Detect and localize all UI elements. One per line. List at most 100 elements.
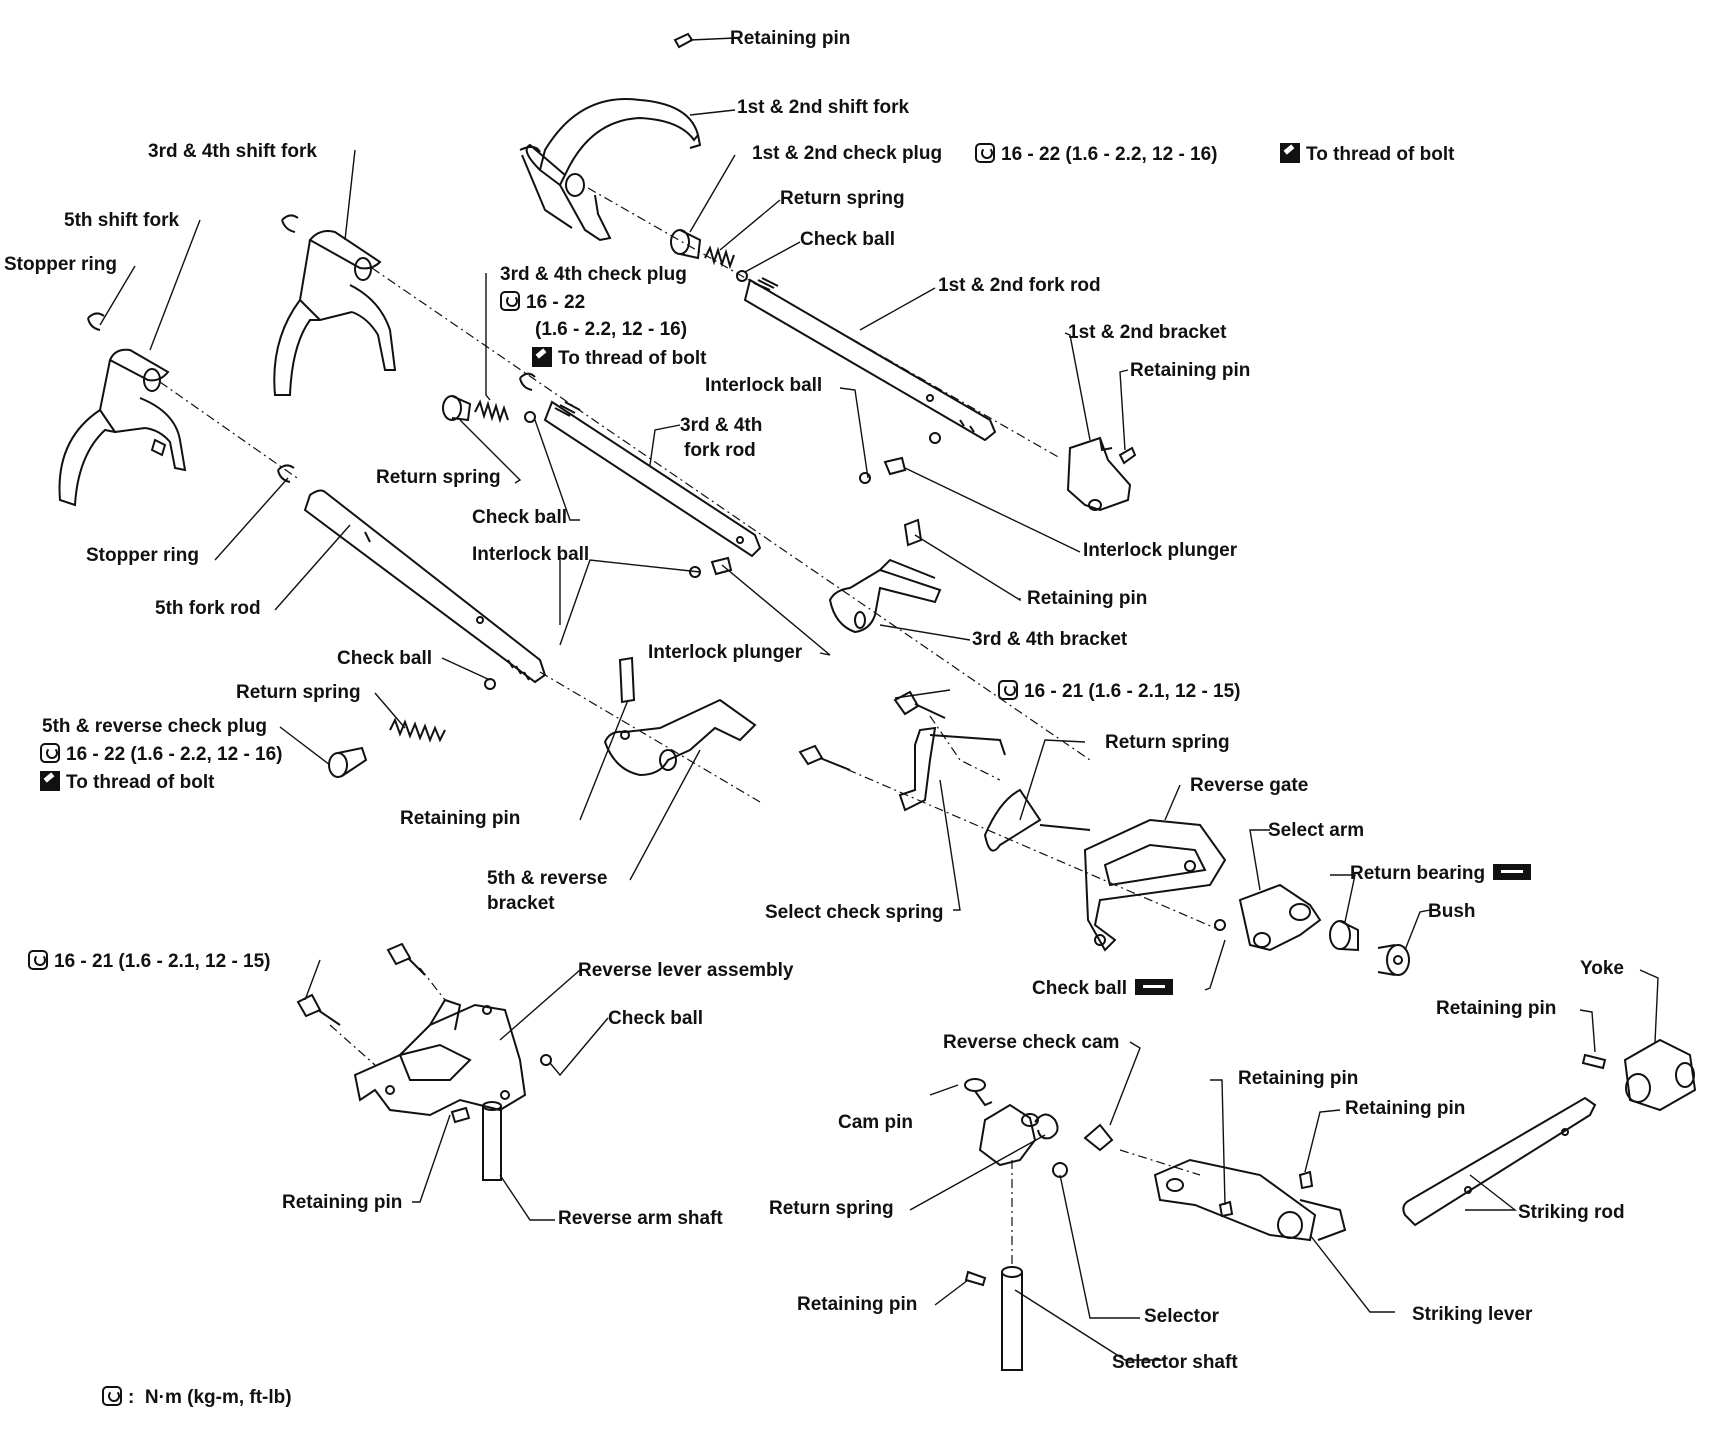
label-cam-pin: Cam pin: [838, 1112, 913, 1133]
fork-rod-1-2-part: [743, 277, 997, 442]
label-check-plug-5r: 5th & reverse check plug: [42, 716, 267, 737]
label-yoke: Yoke: [1580, 958, 1625, 979]
label-retaining-pin-top: Retaining pin: [730, 28, 851, 49]
check-ball-5-part: [484, 678, 496, 690]
retaining-pin-lever-2-part: [1298, 1170, 1314, 1190]
label-retaining-pin-lever-2: Retaining pin: [1345, 1098, 1466, 1119]
label-return-spring-3-4: Return spring: [376, 467, 501, 488]
label-reverse-gate: Reverse gate: [1190, 775, 1309, 796]
fork-rod-5-part: [303, 489, 547, 684]
thread-3-4: To thread of bolt: [532, 347, 706, 370]
grease-icon: [1493, 864, 1532, 880]
label-striking-rod: Striking rod: [1518, 1202, 1625, 1223]
bush-part: [1377, 944, 1410, 976]
torque-wrench-icon: [28, 950, 48, 970]
label-retaining-pin-5r: Retaining pin: [400, 808, 521, 829]
bolt-reverse-1-part: [296, 993, 341, 1026]
label-bracket-5r-b: bracket: [487, 893, 555, 914]
label-stopper-ring-lower: Stopper ring: [86, 545, 199, 566]
stopper-ring-5-lower-part: [277, 464, 295, 483]
fork-rod-3-4-part: [543, 400, 762, 558]
check-ball-gate: Check ball: [1032, 978, 1174, 1000]
label-return-spring-gate: Return spring: [1105, 732, 1230, 753]
label-striking-lever: Striking lever: [1412, 1304, 1533, 1325]
torque-reverse-lever: 16 - 21 (1.6 - 2.1, 12 - 15): [28, 950, 271, 973]
label-fork-3-4: 3rd & 4th shift fork: [148, 141, 317, 162]
thread-1-2: To thread of bolt: [1280, 143, 1454, 166]
return-spring-1-2-part: [704, 245, 735, 270]
reverse-lever-part: [353, 998, 527, 1117]
label-fork-rod-3-4-a: 3rd & 4th: [680, 415, 763, 436]
return-spring-5-part: [389, 717, 446, 743]
interlock-plunger-lower-part: [710, 556, 733, 576]
label-interlock-plunger-upper: Interlock plunger: [1083, 540, 1238, 561]
retaining-pin-yoke-part: [1581, 1053, 1607, 1070]
check-ball-3-4-part: [524, 411, 536, 423]
retaining-pin-lever-1-part: [1218, 1200, 1234, 1218]
label-retaining-pin-3-4-bracket: Retaining pin: [1027, 588, 1148, 609]
torque-wrench-icon: [102, 1386, 122, 1406]
torque-gate: 16 - 21 (1.6 - 2.1, 12 - 15): [998, 680, 1241, 703]
label-torque-1-2: 16 - 22 (1.6 - 2.2, 12 - 16): [1001, 144, 1218, 165]
legend-separator: :: [128, 1387, 135, 1408]
interlock-plunger-upper-part: [883, 456, 907, 476]
label-bracket-3-4: 3rd & 4th bracket: [972, 629, 1128, 650]
torque-wrench-icon: [998, 680, 1018, 700]
label-return-bearing: Return bearing: [1350, 863, 1486, 884]
leader-lines: [99, 37, 1659, 1361]
label-check-plug-3-4: 3rd & 4th check plug: [500, 264, 687, 285]
label-bracket-5r-a: 5th & reverse: [487, 868, 608, 889]
retaining-pin-1-2-part: [1118, 446, 1137, 465]
label-interlock-ball-lower: Interlock ball: [472, 544, 590, 565]
retaining-pin-selector-part: [964, 1270, 987, 1287]
legend-unit: N·m (kg-m, ft-lb): [144, 1387, 292, 1408]
interlock-ball-upper-part: [929, 432, 941, 444]
label-retaining-pin-reverse: Retaining pin: [282, 1192, 403, 1213]
retaining-pin-3-4-part: [903, 518, 923, 547]
torque-wrench-icon: [500, 291, 520, 311]
label-return-spring-1-2: Return spring: [780, 188, 905, 209]
label-check-ball-reverse: Check ball: [608, 1008, 704, 1029]
select-arm-part: [1238, 883, 1322, 952]
torque-wrench-icon: [40, 743, 60, 763]
torque-1-2: 16 - 22 (1.6 - 2.2, 12 - 16): [975, 143, 1218, 166]
striking-rod-part: [1402, 1096, 1597, 1227]
sealant-icon: [532, 347, 552, 367]
label-selector-shaft: Selector shaft: [1112, 1352, 1238, 1373]
legend: : N·m (kg-m, ft-lb): [102, 1386, 292, 1409]
label-return-spring-cam: Return spring: [769, 1198, 894, 1219]
bracket-1-2-part: [1066, 436, 1132, 512]
label-torque-gate: 16 - 21 (1.6 - 2.1, 12 - 15): [1024, 681, 1241, 702]
label-check-plug-1-2: 1st & 2nd check plug: [752, 143, 943, 164]
label-thread-5r: To thread of bolt: [66, 772, 215, 793]
label-check-ball-1-2: Check ball: [800, 229, 896, 250]
yoke-part: [1623, 1038, 1697, 1112]
label-select-arm: Select arm: [1268, 820, 1365, 841]
label-thread-1-2: To thread of bolt: [1306, 144, 1455, 165]
label-reverse-arm-shaft: Reverse arm shaft: [558, 1208, 723, 1229]
return-spring-3-4-part: [474, 399, 509, 424]
sealant-icon: [1280, 143, 1300, 163]
retaining-pin-5r-part: [618, 656, 636, 704]
label-check-ball-gate: Check ball: [1032, 978, 1128, 999]
label-retaining-pin-yoke: Retaining pin: [1436, 998, 1557, 1019]
fork-1-2-part: [519, 98, 702, 242]
fork-3-4-part: [273, 230, 397, 396]
label-fork-5: 5th shift fork: [64, 210, 180, 231]
check-plug-1-2-part: [670, 229, 702, 260]
label-retaining-pin-1-2-bracket: Retaining pin: [1130, 360, 1251, 381]
label-bracket-1-2: 1st & 2nd bracket: [1068, 322, 1227, 343]
label-torque-reverse-lever: 16 - 21 (1.6 - 2.1, 12 - 15): [54, 951, 271, 972]
striking-lever-part: [1153, 1158, 1347, 1242]
sealant-icon: [40, 771, 60, 791]
stopper-ring-3-4-part: [281, 214, 299, 233]
check-plug-3-4-part: [442, 395, 472, 422]
retaining-pin-reverse-part: [450, 1106, 471, 1124]
label-fork-1-2: 1st & 2nd shift fork: [737, 97, 910, 118]
stopper-ring-3-4b-part: [519, 372, 536, 391]
label-fork-rod-5: 5th fork rod: [155, 598, 261, 619]
label-check-ball-3-4: Check ball: [472, 507, 568, 528]
return-bearing-part: [1329, 920, 1359, 952]
fork-5-part: [58, 348, 187, 507]
